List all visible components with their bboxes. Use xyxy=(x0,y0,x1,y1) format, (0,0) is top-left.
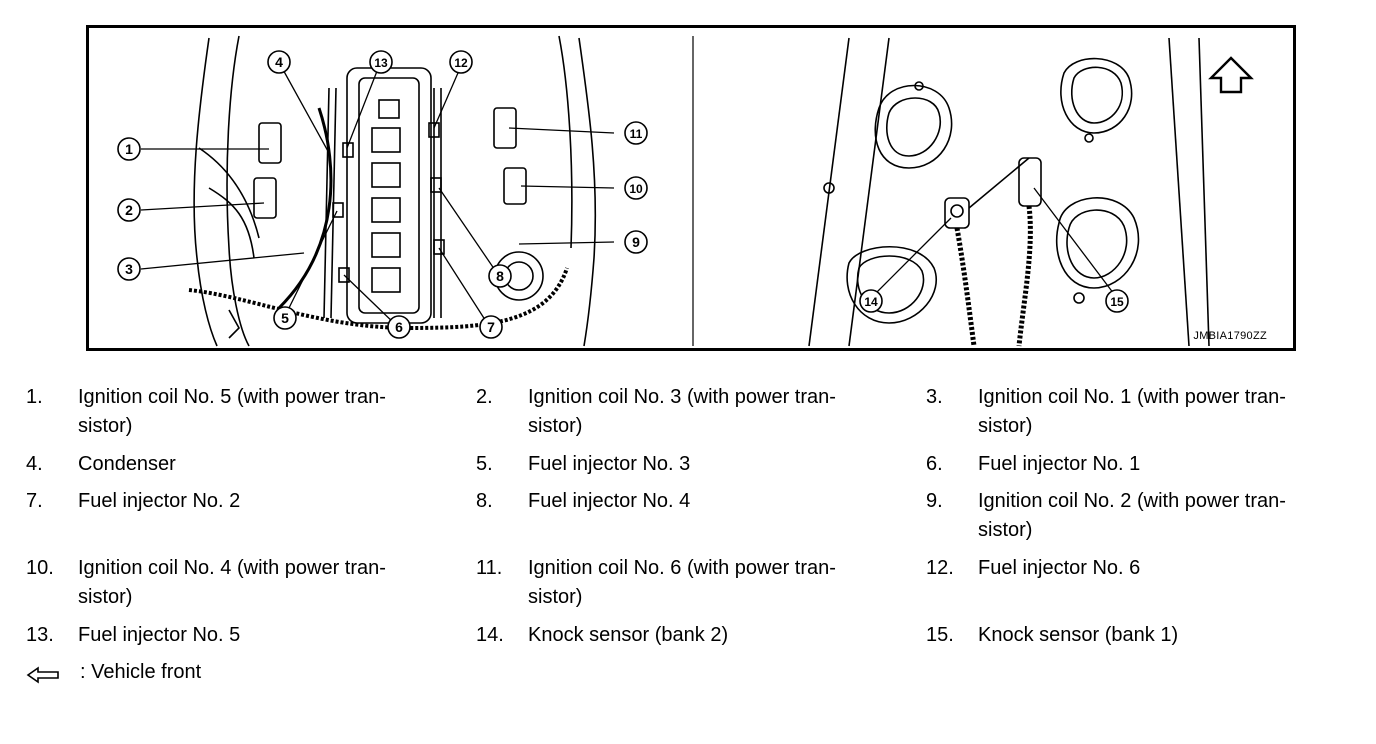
right-panel-drawing xyxy=(808,37,1210,347)
callout-10: 10 xyxy=(624,176,648,200)
engine-illustration: 1 2 3 4 5 6 7 8 9 10 11 12 13 14 15 xyxy=(117,35,1254,347)
legend-text: Ignition coil No. 3 (with power tran- si… xyxy=(528,386,836,437)
legend-number: 13. xyxy=(26,624,54,646)
arrow-outline-icon xyxy=(26,666,59,684)
legend-number: 9. xyxy=(926,490,943,512)
svg-text:2: 2 xyxy=(125,202,133,218)
svg-text:7: 7 xyxy=(487,319,495,335)
legend-number: 3. xyxy=(926,386,943,408)
svg-text:13: 13 xyxy=(374,56,388,70)
callout-4: 4 xyxy=(267,50,291,74)
legend-number: 6. xyxy=(926,453,943,475)
left-panel-drawing xyxy=(188,35,597,347)
vehicle-front-label: : Vehicle front xyxy=(80,661,202,683)
legend-text: Fuel injector No. 3 xyxy=(528,453,691,475)
callout-15: 15 xyxy=(1105,289,1129,313)
legend-text: Fuel injector No. 2 xyxy=(78,490,241,512)
legend-text: Ignition coil No. 5 (with power tran- si… xyxy=(78,386,386,437)
legend-text: Knock sensor (bank 1) xyxy=(978,624,1179,646)
callout-13: 13 xyxy=(369,50,393,74)
legend-text: Fuel injector No. 4 xyxy=(528,490,691,512)
svg-text:8: 8 xyxy=(496,268,504,284)
svg-text:15: 15 xyxy=(1110,295,1124,309)
legend-text: Fuel injector No. 1 xyxy=(978,453,1141,475)
callout-6: 6 xyxy=(387,315,411,339)
legend-number: 8. xyxy=(476,490,493,512)
callout-2: 2 xyxy=(117,198,141,222)
vehicle-front-arrow-icon xyxy=(1208,56,1254,94)
legend-text: Ignition coil No. 1 (with power tran- si… xyxy=(978,386,1286,437)
legend-number: 15. xyxy=(926,624,954,646)
callout-9: 9 xyxy=(624,230,648,254)
svg-text:11: 11 xyxy=(630,127,643,141)
legend-number: 10. xyxy=(26,557,54,579)
callout-5: 5 xyxy=(273,306,297,330)
legend-text: Knock sensor (bank 2) xyxy=(528,624,729,646)
legend-number: 11. xyxy=(476,557,503,579)
callout-12: 12 xyxy=(449,50,473,74)
legend-text: Ignition coil No. 6 (with power tran- si… xyxy=(528,557,836,608)
legend-number: 1. xyxy=(26,386,43,408)
legend-text: Condenser xyxy=(78,453,176,475)
svg-text:6: 6 xyxy=(395,319,403,335)
svg-text:1: 1 xyxy=(125,141,133,157)
callout-3: 3 xyxy=(117,257,141,281)
callout-11: 11 xyxy=(624,121,648,145)
legend-number: 5. xyxy=(476,453,493,475)
legend-text: Ignition coil No. 2 (with power tran- si… xyxy=(978,490,1286,541)
figure-code: JMBIA1790ZZ xyxy=(1193,330,1267,342)
legend-text: Fuel injector No. 6 xyxy=(978,557,1141,579)
callout-1: 1 xyxy=(117,137,141,161)
engine-diagram: 1 2 3 4 5 6 7 8 9 10 11 12 13 14 15 JMBI… xyxy=(86,25,1296,351)
svg-text:9: 9 xyxy=(632,234,640,250)
callout-7: 7 xyxy=(479,315,503,339)
svg-text:12: 12 xyxy=(454,56,468,70)
svg-text:3: 3 xyxy=(125,261,133,277)
callout-14: 14 xyxy=(859,289,883,313)
legend-number: 12. xyxy=(926,557,954,579)
legend-number: 14. xyxy=(476,624,504,646)
callout-8: 8 xyxy=(488,264,512,288)
callout-labels: 1 2 3 4 5 6 7 8 9 10 11 12 13 14 15 xyxy=(117,50,1129,339)
svg-text:4: 4 xyxy=(275,54,283,70)
svg-text:5: 5 xyxy=(281,310,289,326)
svg-text:10: 10 xyxy=(629,182,643,196)
legend-number: 4. xyxy=(26,453,43,475)
legend-text: Ignition coil No. 4 (with power tran- si… xyxy=(78,557,386,608)
svg-text:14: 14 xyxy=(864,295,878,309)
legend-text: Fuel injector No. 5 xyxy=(78,624,241,646)
legend-number: 7. xyxy=(26,490,43,512)
legend-number: 2. xyxy=(476,386,493,408)
